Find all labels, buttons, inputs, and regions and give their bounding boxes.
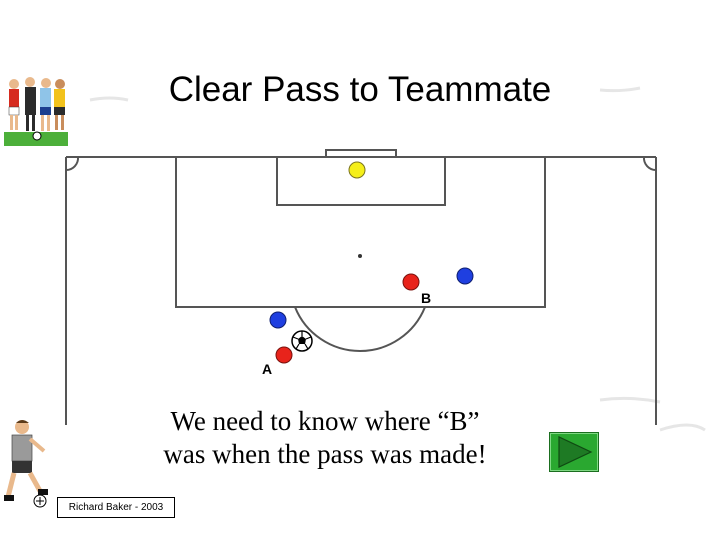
slide-caption: We need to know where “B” was when the p…	[90, 405, 560, 471]
play-arrow-icon	[558, 436, 593, 468]
caption-line-1: We need to know where “B”	[170, 406, 480, 436]
pitch-lines	[65, 149, 657, 425]
goalkeeper-yellow	[348, 161, 366, 179]
referees-clipart-icon	[4, 77, 68, 146]
credit-box: Richard Baker - 2003	[57, 497, 175, 518]
player-label-a: A	[262, 361, 272, 377]
caption-line-2: was when the pass was made!	[163, 439, 487, 469]
defender-blue-right	[456, 267, 474, 285]
next-slide-button[interactable]	[549, 432, 599, 472]
attacker-b-red	[402, 273, 420, 291]
penalty-spot	[358, 254, 362, 258]
player-kicking-clipart-icon	[4, 420, 48, 508]
slide-title: Clear Pass to Teammate	[168, 70, 552, 109]
attacker-a-red	[275, 346, 293, 364]
soccer-ball-icon	[291, 330, 313, 352]
player-label-b: B	[421, 290, 431, 306]
defender-blue-left	[269, 311, 287, 329]
